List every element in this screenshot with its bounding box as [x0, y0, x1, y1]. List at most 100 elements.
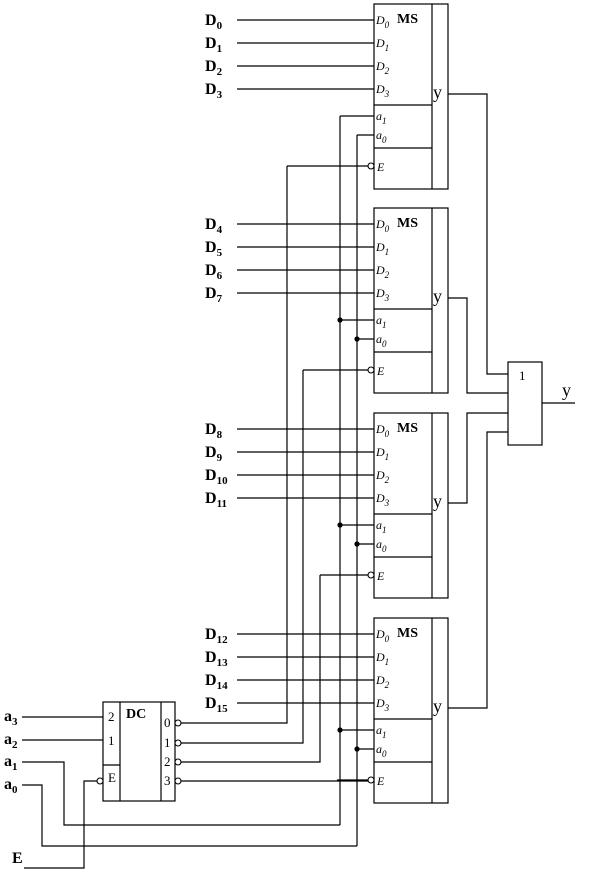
- pin-label-d2-base: D: [375, 59, 385, 73]
- data-input-label: D13: [205, 649, 228, 669]
- or-output-label: y: [562, 380, 571, 400]
- data-input-label-subscript: 11: [217, 498, 227, 510]
- pin-label-d2: D2: [375, 468, 390, 485]
- wires: [22, 19, 575, 869]
- data-input-label: D3: [205, 81, 223, 101]
- pin-label-d0-base: D: [375, 627, 385, 641]
- pin-label-enable: E: [376, 160, 385, 174]
- data-input-label-subscript: 6: [217, 270, 223, 282]
- data-input-label-subscript: 13: [217, 657, 229, 669]
- data-input-label-subscript: 9: [217, 452, 223, 464]
- data-input-label: D9: [205, 444, 223, 464]
- decoder-out1-wire: [181, 370, 304, 744]
- a1-wire: [22, 761, 340, 826]
- pin-label-d2-subscript: 2: [385, 475, 390, 485]
- data-input-label-subscript: 12: [217, 634, 229, 646]
- pin-label-d3-subscript: 3: [384, 89, 390, 99]
- data-input-label: D15: [205, 695, 228, 715]
- pin-label-d3-subscript: 3: [384, 293, 390, 303]
- pin-label-d1: D1: [375, 240, 389, 257]
- pin-label-d2: D2: [375, 59, 390, 76]
- data-input-label-base: D: [205, 216, 217, 233]
- multiplexer-output-label: y: [433, 286, 442, 306]
- decoder-input-2: 2: [108, 709, 115, 724]
- pin-label-a0-base: a: [376, 537, 382, 551]
- pin-label-a1-subscript: 1: [382, 116, 387, 126]
- mux0-output-wire: [432, 93, 508, 375]
- pin-label-d2-subscript: 2: [385, 66, 390, 76]
- data-input-label-base: D: [205, 649, 217, 666]
- data-input-label-base: D: [205, 421, 217, 438]
- pin-label-d0-base: D: [375, 422, 385, 436]
- pin-label-a1: a1: [376, 109, 387, 126]
- external-input-label-base: a: [4, 731, 12, 748]
- multiplexer-body: [373, 3, 449, 190]
- data-input-label-base: D: [205, 81, 217, 98]
- pin-label-d0-base: D: [375, 217, 385, 231]
- data-input-label-subscript: 14: [217, 680, 229, 692]
- multiplexer-header: MS: [397, 12, 418, 27]
- pin-label-a1-subscript: 1: [382, 320, 387, 330]
- pin-label-a0: a0: [376, 537, 387, 554]
- external-input-label-subscript: 2: [12, 739, 18, 751]
- inversion-bubble: [174, 719, 182, 727]
- decoder-output-2: 2: [164, 754, 171, 769]
- external-input-label-subscript: 1: [12, 761, 18, 773]
- inversion-bubble: [367, 366, 375, 374]
- decoder-out0-wire: [181, 166, 288, 724]
- pin-label-d1-base: D: [375, 36, 385, 50]
- pin-label-d1-subscript: 1: [385, 247, 390, 257]
- pin-label-d1-subscript: 1: [385, 657, 390, 667]
- multiplexer-0: [373, 3, 449, 190]
- or-gate-label: 1: [519, 368, 526, 383]
- data-input-label-subscript: 1: [217, 43, 223, 55]
- inversion-bubble: [174, 777, 182, 785]
- pin-label-a1: a1: [376, 723, 387, 740]
- data-input-label: D2: [205, 58, 223, 78]
- multiplexer-header: MS: [397, 421, 418, 436]
- decoder-header: DC: [126, 707, 146, 722]
- multiplexer-1: [373, 207, 449, 394]
- multiplexer-header: MS: [397, 216, 418, 231]
- mux1-output-wire: [432, 297, 508, 394]
- data-input-label-base: D: [205, 239, 217, 256]
- pin-label-d3-subscript: 3: [384, 498, 390, 508]
- pin-label-d0: D0: [375, 13, 390, 30]
- data-input-label: D8: [205, 421, 223, 441]
- data-input-label-base: D: [205, 467, 217, 484]
- pin-label-a0: a0: [376, 742, 387, 759]
- pin-label-d0: D0: [375, 627, 390, 644]
- multiplexer-body: [373, 412, 449, 599]
- external-input-label: a2: [4, 731, 18, 751]
- data-input-label: D12: [205, 626, 228, 646]
- data-input-label: D10: [205, 467, 228, 487]
- pin-label-a1-base: a: [376, 313, 382, 327]
- data-input-label-base: D: [205, 285, 217, 302]
- pin-label-a1: a1: [376, 518, 387, 535]
- pin-label-d2: D2: [375, 673, 390, 690]
- data-input-label: D1: [205, 35, 222, 55]
- data-input-label: D11: [205, 490, 227, 510]
- pin-label-a1-base: a: [376, 518, 382, 532]
- pin-label-d0: D0: [375, 422, 390, 439]
- pin-label-d0-subscript: 0: [385, 224, 390, 234]
- pin-label-d2-base: D: [375, 468, 385, 482]
- data-input-label: D0: [205, 12, 223, 32]
- data-input-label-base: D: [205, 490, 217, 507]
- pin-label-a1-subscript: 1: [382, 525, 387, 535]
- pin-label-d1-base: D: [375, 650, 385, 664]
- external-input-label: a0: [4, 776, 18, 796]
- enable-input-label: E: [12, 850, 23, 867]
- data-input-label-base: D: [205, 262, 217, 279]
- pin-label-d2-subscript: 2: [385, 680, 390, 690]
- pin-label-a0-base: a: [376, 742, 382, 756]
- pin-label-d3: D3: [375, 491, 390, 508]
- data-input-label: D7: [205, 285, 223, 305]
- data-input-label-base: D: [205, 444, 217, 461]
- junction-dot: [337, 522, 343, 528]
- pin-label-d0-subscript: 0: [385, 20, 390, 30]
- data-input-label-subscript: 7: [217, 293, 223, 305]
- data-input-label-subscript: 5: [217, 247, 223, 259]
- pin-label-d0: D0: [375, 217, 390, 234]
